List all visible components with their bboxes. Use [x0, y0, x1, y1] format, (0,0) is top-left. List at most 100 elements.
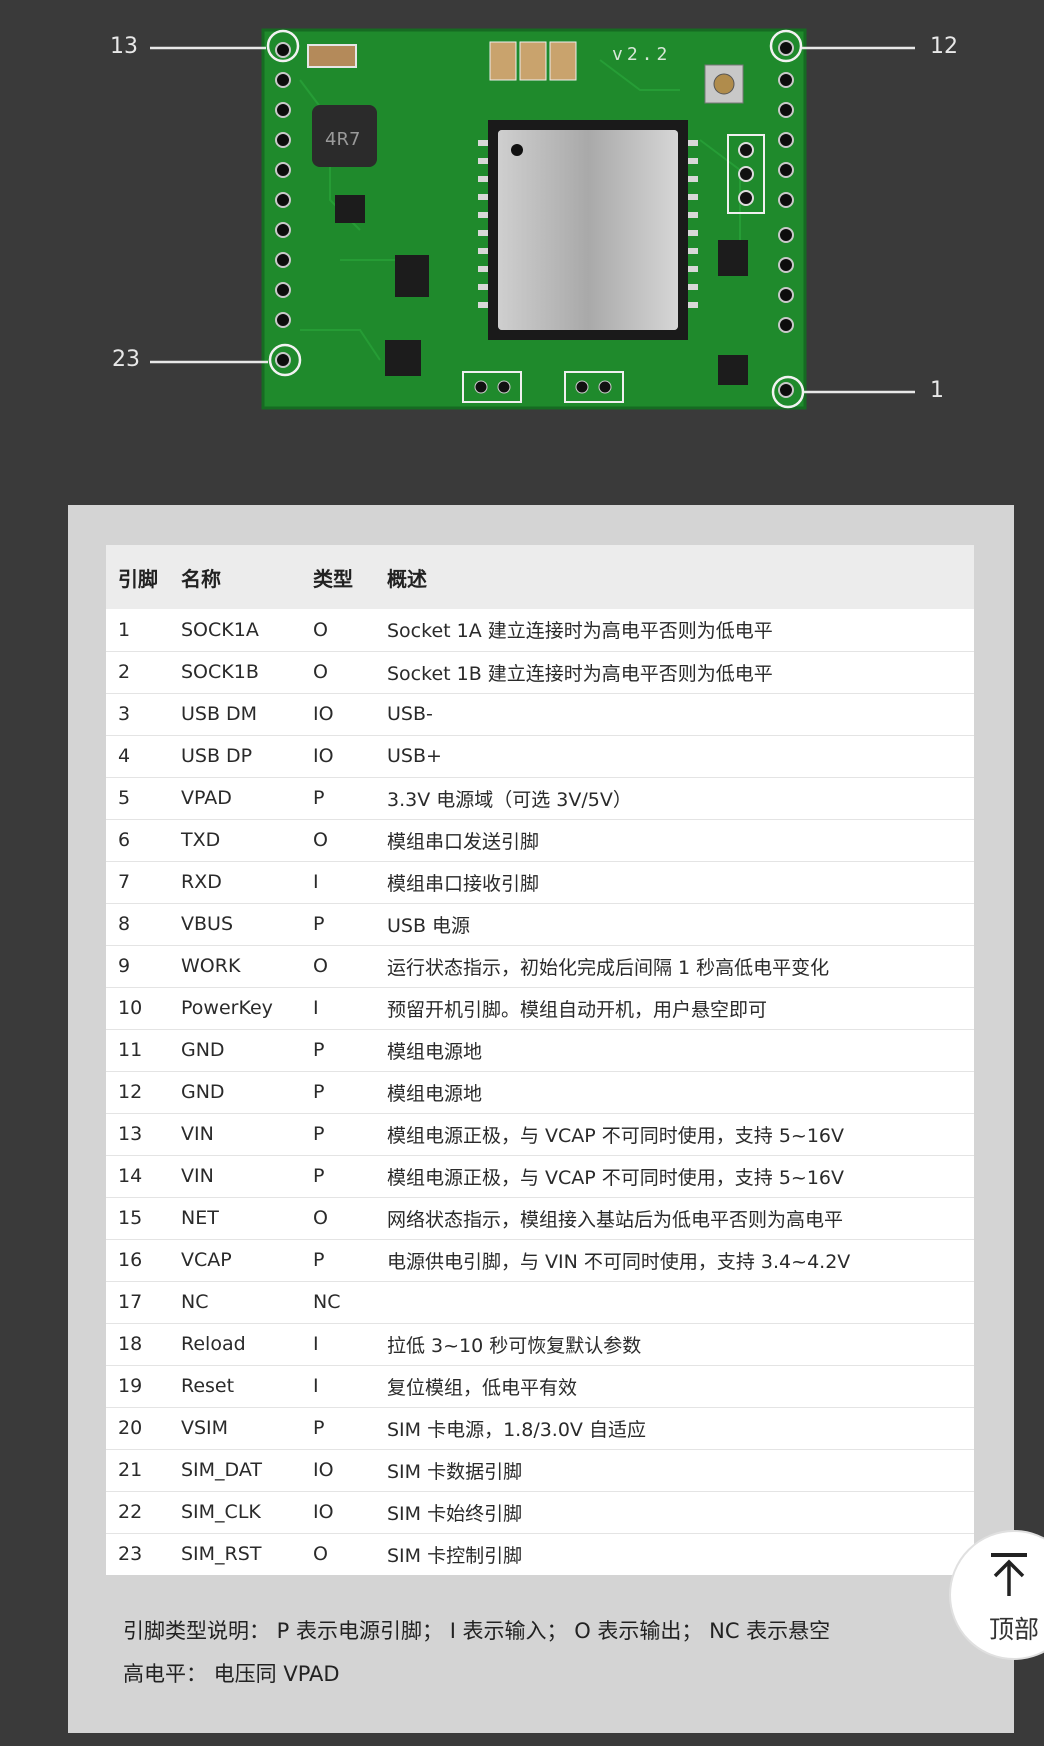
cell-desc: 拉低 3~10 秒可恢复默认参数 [385, 1323, 974, 1366]
cell-desc [385, 1281, 974, 1324]
cell-type: P [311, 903, 385, 946]
cell-desc: USB+ [385, 735, 974, 778]
cell-name: USB DM [179, 693, 311, 736]
pin-type-legend: 引脚类型说明： P 表示电源引脚； I 表示输入； O 表示输出； NC 表示悬… [123, 1610, 963, 1696]
cell-pin: 19 [106, 1365, 179, 1408]
cell-desc: 模组串口接收引脚 [385, 861, 974, 904]
cell-type: P [311, 1113, 385, 1156]
cell-name: VPAD [179, 777, 311, 820]
pin-callout-12: 12 [930, 34, 958, 59]
header-type: 类型 [311, 545, 385, 609]
cell-type: O [311, 1197, 385, 1240]
cell-type: O [311, 651, 385, 694]
cell-pin: 9 [106, 945, 179, 988]
cell-type: IO [311, 735, 385, 778]
cell-desc: SIM 卡控制引脚 [387, 1544, 523, 1567]
header-desc: 概述 [385, 545, 974, 609]
cell-desc: 电源供电引脚，与 VIN 不可同时使用，支持 3.4~4.2V [385, 1239, 974, 1282]
cell-name: SIM_CLK [179, 1491, 311, 1534]
legend-line-types: 引脚类型说明： P 表示电源引脚； I 表示输入； O 表示输出； NC 表示悬… [123, 1619, 831, 1643]
cell-desc: 模组串口发送引脚 [385, 819, 974, 862]
back-to-top-label: 顶部 [989, 1615, 1040, 1644]
cell-name: NET [179, 1197, 311, 1240]
cell-pin: 18 [106, 1323, 179, 1366]
cell-type: I [311, 1365, 385, 1408]
cell-pin: 20 [106, 1407, 179, 1450]
cell-pin: 1 [106, 609, 179, 652]
cell-pin: 15 [106, 1197, 179, 1240]
cell-name: SOCK1A [179, 609, 311, 652]
board-image-area: 4R7 v2.2 [0, 0, 1044, 500]
cell-type: P [311, 1407, 385, 1450]
cell-name: Reset [179, 1365, 311, 1408]
cell-name: GND [179, 1029, 311, 1072]
cell-pin: 23 [118, 1543, 143, 1566]
cell-name: RXD [179, 861, 311, 904]
cell-type: P [311, 1239, 385, 1282]
cell-name: USB DP [179, 735, 311, 778]
cell-pin: 16 [106, 1239, 179, 1282]
legend-line-high-level: 高电平： 电压同 VPAD [123, 1662, 340, 1686]
cell-pin: 11 [106, 1029, 179, 1072]
cell-type: O [311, 945, 385, 988]
cell-pin: 2 [106, 651, 179, 694]
pin-callout-1: 1 [930, 378, 944, 403]
cell-type: I [311, 987, 385, 1030]
inductor-marking: 4R7 [325, 129, 360, 150]
cell-type: IO [311, 693, 385, 736]
cell-pin: 5 [106, 777, 179, 820]
header-name: 名称 [179, 545, 311, 609]
cell-type: O [311, 819, 385, 862]
header-pin: 引脚 [106, 545, 179, 609]
back-to-top-button[interactable]: 顶部 [949, 1530, 1044, 1660]
cell-name: SIM_DAT [179, 1449, 311, 1492]
cell-type: P [311, 777, 385, 820]
cell-pin: 3 [106, 693, 179, 736]
cell-type: IO [311, 1449, 385, 1492]
cell-pin: 7 [106, 861, 179, 904]
cell-desc: USB 电源 [385, 903, 974, 946]
cell-pin: 17 [106, 1281, 179, 1324]
cell-desc: 3.3V 电源域（可选 3V/5V） [385, 777, 974, 820]
cell-pin: 10 [106, 987, 179, 1030]
cell-name: TXD [179, 819, 311, 862]
cell-name: NC [179, 1281, 311, 1324]
cell-desc: SIM 卡电源，1.8/3.0V 自适应 [385, 1407, 974, 1450]
cell-desc: 预留开机引脚。模组自动开机，用户悬空即可 [385, 987, 974, 1030]
cell-pin: 21 [106, 1449, 179, 1492]
cell-desc: 模组电源正极，与 VCAP 不可同时使用，支持 5~16V [385, 1113, 974, 1156]
cell-name: SOCK1B [179, 651, 311, 694]
cell-pin: 14 [106, 1155, 179, 1198]
cell-type: O [311, 609, 385, 652]
cell-type: P [311, 1071, 385, 1114]
cell-desc: 模组电源地 [385, 1071, 974, 1114]
cell-desc: 模组电源地 [385, 1029, 974, 1072]
cell-name: VBUS [179, 903, 311, 946]
board-version-label: v2.2 [612, 44, 671, 65]
cell-type: I [311, 1323, 385, 1366]
cell-pin: 8 [106, 903, 179, 946]
cell-name: GND [179, 1071, 311, 1114]
cell-name: SIM_RST [181, 1543, 262, 1566]
cell-desc: 模组电源正极，与 VCAP 不可同时使用，支持 5~16V [385, 1155, 974, 1198]
